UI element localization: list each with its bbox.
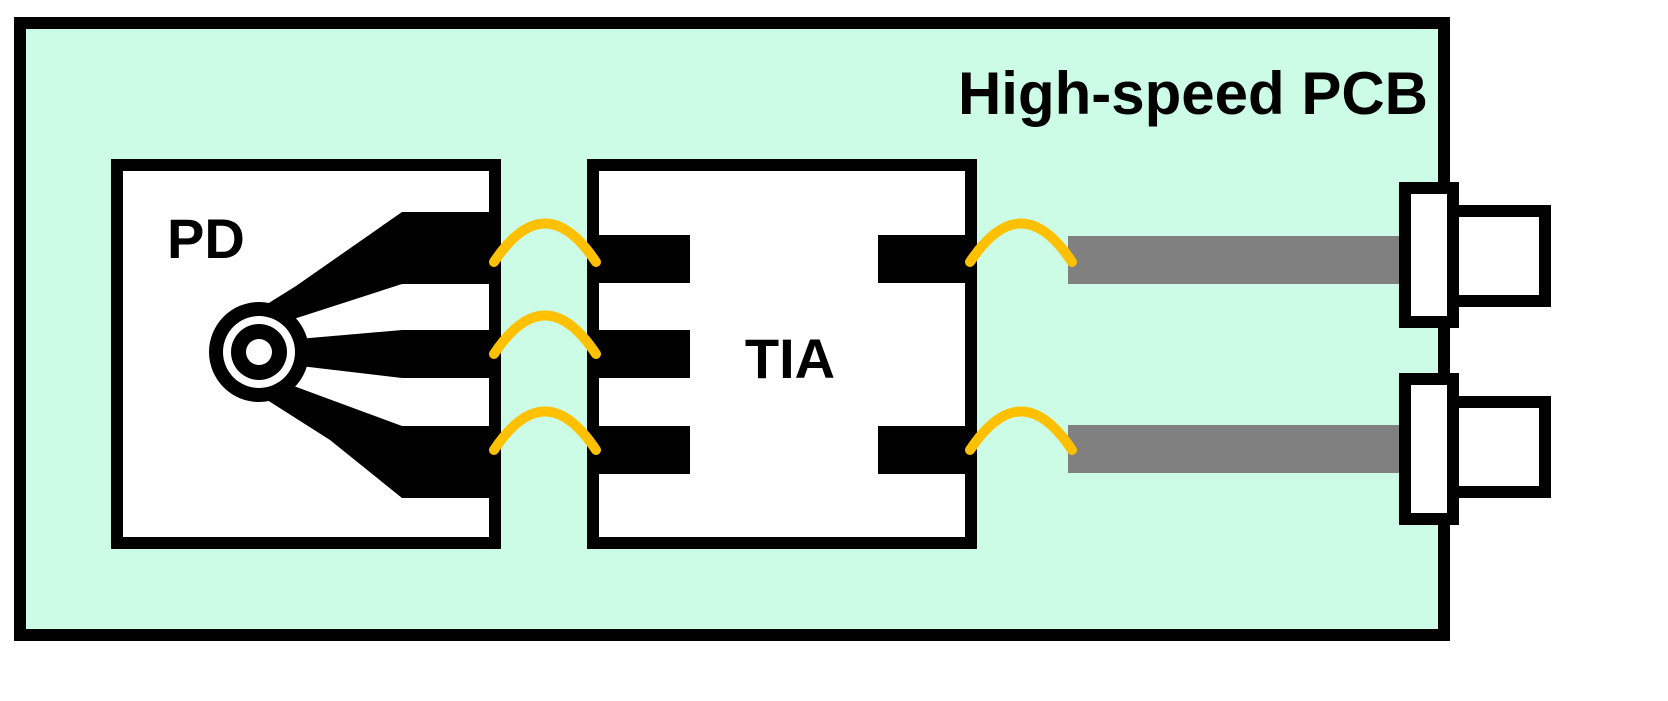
wirebond-tia-trace-bottom [965,406,1077,455]
output-trace-bottom [1068,425,1404,473]
pd-trace-bottom [264,378,402,498]
pd-trace-top [264,212,402,326]
wirebond-pd-tia-middle [489,310,601,359]
output-trace-top [1068,236,1404,284]
pd-pad-bottom [402,426,490,498]
connector-top [1399,182,1551,328]
pd-pad-middle [402,330,490,378]
pd-label: PD [167,207,245,270]
tia-input-pad-bottom [598,426,690,474]
tia-input-pad-top [598,235,690,283]
tia-input-pad-middle [598,330,690,378]
tia-output-pad-bottom [878,426,966,474]
wirebond-tia-trace-top [965,218,1077,267]
photodiode-icon [209,302,309,402]
connector-bottom [1399,373,1551,525]
pd-pad-top [402,212,490,284]
tia-output-pad-top [878,235,966,283]
wirebond-pd-tia-top [489,218,601,267]
wirebond-pd-tia-bottom [489,406,601,455]
tia-label: TIA [745,327,835,390]
pcb-label: High-speed PCB [958,60,1428,127]
